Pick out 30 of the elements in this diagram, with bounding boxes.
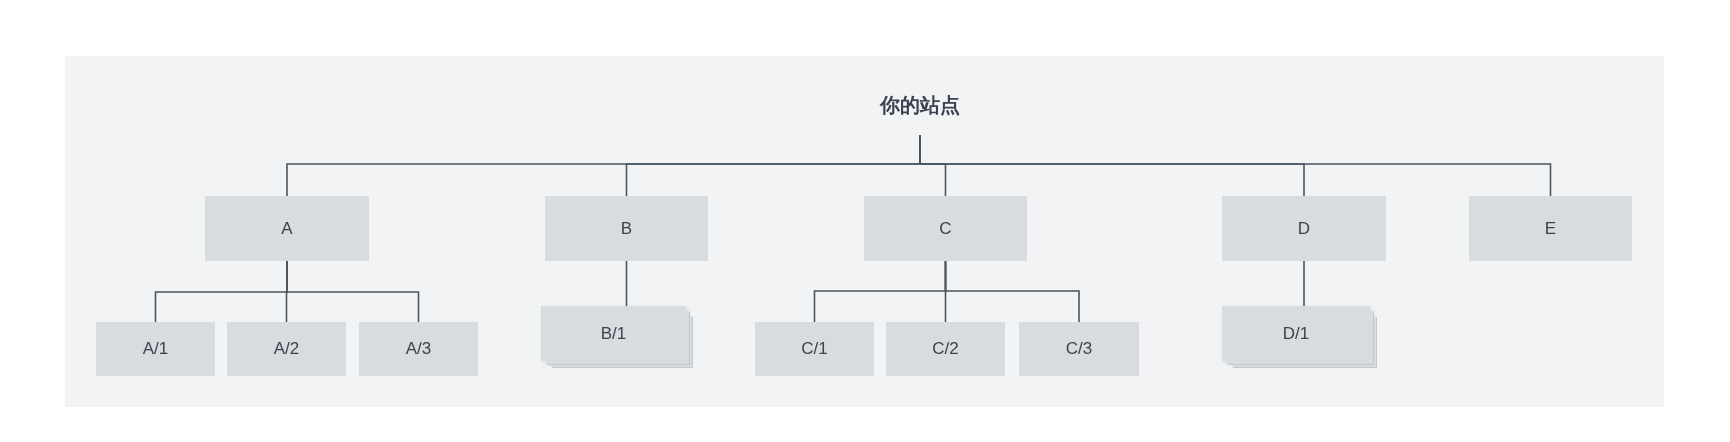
node-label: D/1 (1282, 323, 1310, 344)
node-label: E (1544, 218, 1557, 239)
connector-line (919, 134, 1552, 197)
connector-line (286, 260, 420, 323)
node-label: C/3 (1065, 339, 1093, 359)
node-label: C/1 (801, 339, 828, 359)
connector-line (944, 260, 1080, 323)
page-box (1019, 322, 1139, 376)
node-label: A (281, 218, 293, 239)
node-label: B (620, 218, 633, 239)
page-box (1469, 196, 1632, 261)
page-box (227, 322, 346, 376)
node-label: A/3 (405, 339, 432, 359)
node-label: A/2 (273, 339, 300, 359)
node-label: B/1 (600, 323, 627, 344)
page-box (205, 196, 369, 261)
connector-line (625, 260, 628, 307)
node-label: D (1297, 218, 1311, 239)
node-label: C/2 (932, 339, 959, 359)
page-box (864, 196, 1027, 261)
node-label: 你的站点 (880, 92, 960, 119)
node-label: A/1 (142, 339, 169, 359)
page-box (96, 322, 215, 376)
page-box (359, 322, 478, 376)
connector-line (1303, 260, 1305, 307)
page-box (1222, 196, 1386, 261)
page-box (545, 196, 708, 261)
page-box (755, 322, 874, 376)
node-label: C (939, 218, 952, 239)
page-box (886, 322, 1005, 376)
